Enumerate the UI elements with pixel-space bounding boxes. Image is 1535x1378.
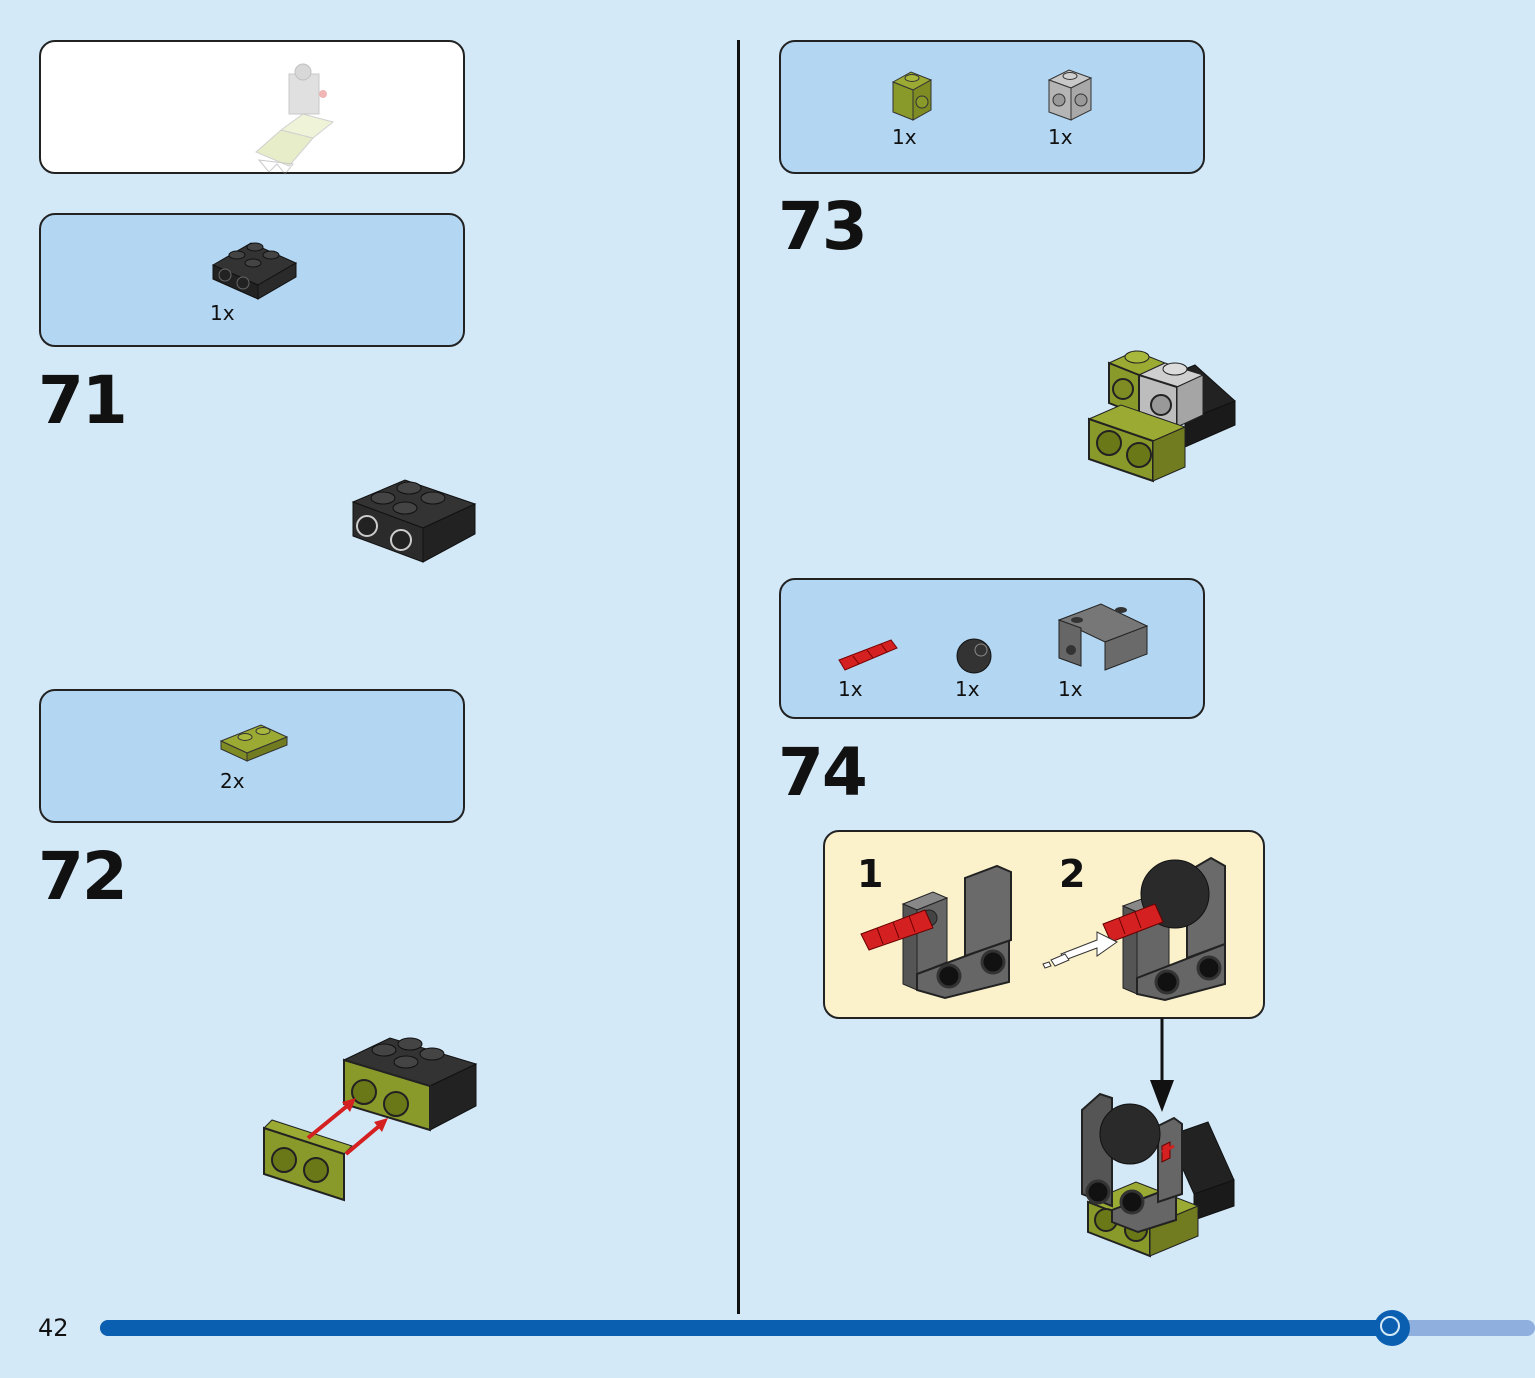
part-quantity: 1x [838,677,863,701]
step-number: 74 [778,734,868,811]
insert-arrow [1150,1018,1174,1112]
step-73-assembly-image [1087,350,1236,483]
page-number: 42 [38,1314,69,1342]
substep-1-image [860,864,1012,1000]
part-quantity: 1x [955,677,980,701]
step-number: 72 [38,838,128,915]
step-74-parts-box: 1x 1x 1x [779,578,1205,719]
part-quantity: 1x [1058,677,1083,701]
column-divider [737,40,740,1314]
substep-callout-box: 1 2 [823,830,1265,1019]
step-72-parts-box: 2x [39,689,465,823]
progress-knob [1374,1310,1410,1346]
substep-2-image [1042,856,1226,1002]
step-71-assembly-image [351,479,477,563]
step-number: 71 [38,362,128,439]
step-72-assembly-image [263,1037,478,1202]
step-73-parts-box: 1x 1x [779,40,1205,174]
gray-bracket-icon [1057,603,1149,671]
progress-bar [100,1320,1392,1336]
gray-brick-1x1-icon [1047,69,1093,121]
step-71-parts-box: 1x [39,213,465,347]
black-ball-icon [956,638,992,674]
olive-plate-1x2-icon [219,724,289,762]
substep-number: 1 [857,852,884,896]
red-axle-pin-icon [838,639,898,671]
step-74-assembly-image [1081,1092,1235,1258]
model-preview-box [39,40,465,175]
part-quantity: 1x [1048,125,1073,149]
olive-brick-1x1-icon [891,71,933,121]
part-quantity: 2x [220,769,245,793]
part-quantity: 1x [892,125,917,149]
model-preview-image [255,63,335,175]
part-quantity: 1x [210,301,235,325]
step-number: 73 [778,188,868,265]
substep-number: 2 [1059,852,1086,896]
black-plate-2x2-icon [211,242,298,300]
